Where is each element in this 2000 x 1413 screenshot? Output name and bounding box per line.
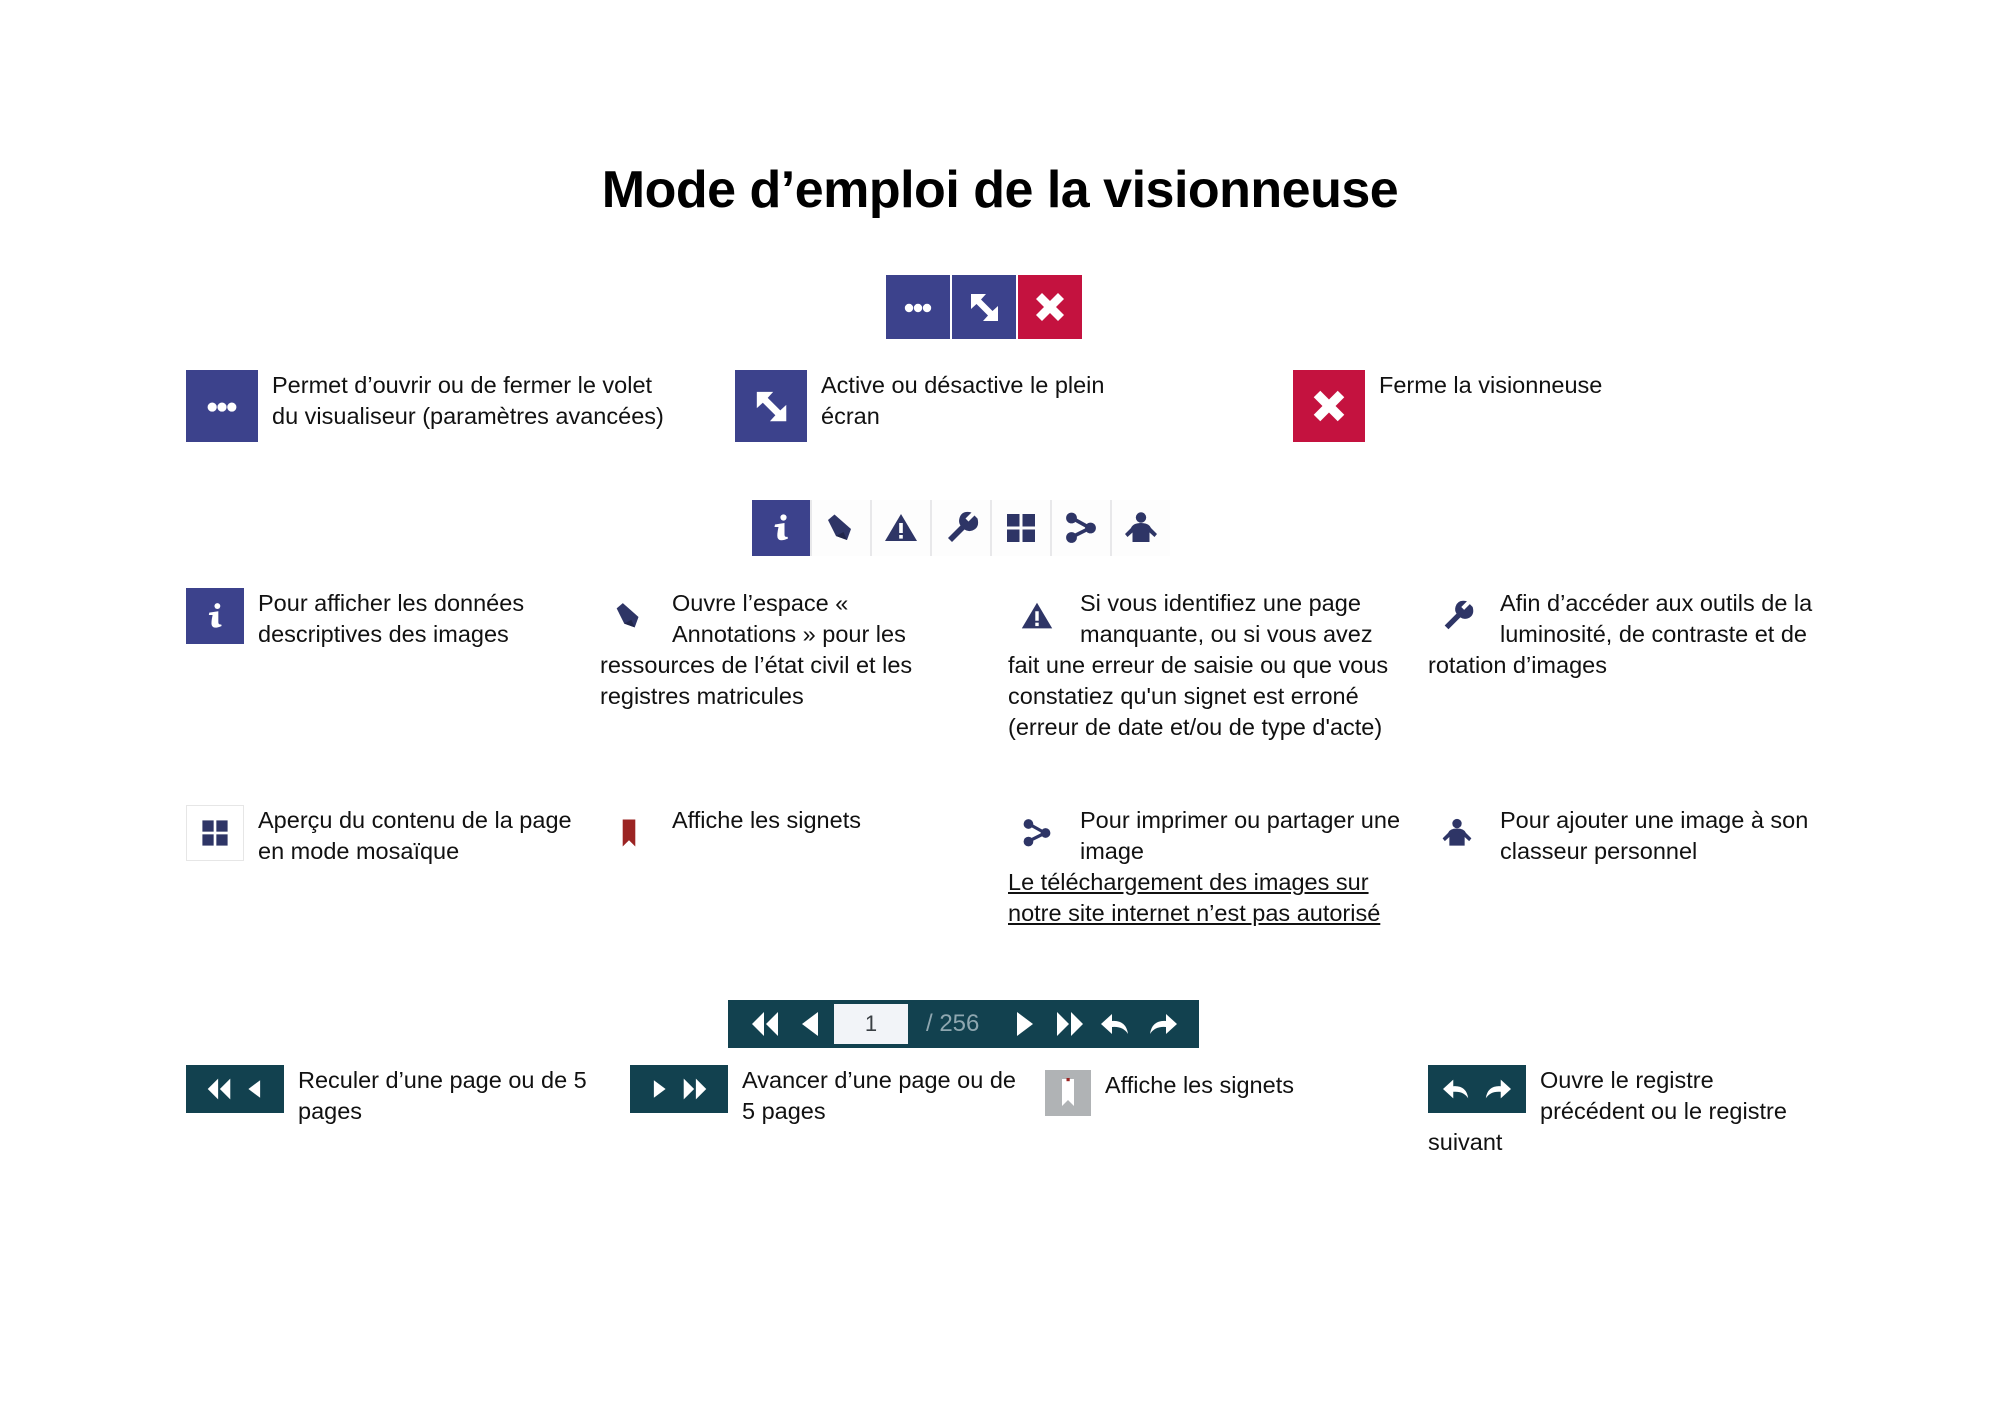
legend-item-info: Pour afficher les données descriptives d… [186,588,586,650]
grid-icon[interactable] [992,500,1050,556]
legend-text: Pour afficher les données descriptives d… [258,590,525,648]
viewer-tools-toolbar [752,500,1170,556]
close-icon [1293,370,1365,442]
legend-text: Aperçu du contenu de la page en mode mos… [258,807,572,865]
legend-item-fullscreen: Active ou désactive le plein écran [735,370,1155,442]
wrench-icon [1428,588,1486,644]
legend-item-person: Pour ajouter une image à son classeur pe… [1428,805,1818,867]
legend-item-close: Ferme la visionneuse [1293,370,1713,442]
next-page-icon[interactable] [1001,1000,1047,1048]
legend-item-rewind: Reculer d’une page ou de 5 pages [186,1065,606,1127]
legend-text: Afin d’accéder aux outils de la luminosi… [1428,590,1813,679]
close-icon[interactable] [1018,275,1082,339]
previous-page-icon[interactable] [788,1000,834,1048]
legend-item-bookmark: Affiche les signets [600,805,940,861]
legend-text: Si vous identifiez une page manquante, o… [1008,590,1389,741]
legend-text: Ouvre le registre précédent ou le regist… [1428,1067,1787,1156]
warning-icon [1008,588,1066,644]
legend-text: Affiche les signets [672,807,861,833]
previous-register-icon[interactable] [1093,1000,1139,1048]
register-nav-icon [1428,1065,1526,1113]
bookmark-gray-icon [1045,1070,1091,1116]
bookmark-icon [600,805,658,861]
pencil-icon [600,588,658,644]
legend-item-wrench: Afin d’accéder aux outils de la luminosi… [1428,588,1828,681]
legend-text: Permet d’ouvrir ou de fermer le volet du… [272,372,664,430]
legend-item-register-nav: Ouvre le registre précédent ou le regist… [1428,1065,1818,1158]
legend-item-bookmark-gray: Affiche les signets [1045,1070,1375,1116]
forward-5-pages-icon[interactable] [1047,1000,1093,1048]
info-icon [186,588,244,644]
viewer-top-toolbar [886,275,1082,339]
fullscreen-icon [735,370,807,442]
legend-text-underlined: Le téléchargement des images sur notre s… [1008,869,1381,927]
info-icon[interactable] [752,500,810,556]
person-icon [1428,805,1486,861]
legend-text: Ferme la visionneuse [1379,372,1603,398]
pagination-toolbar: 1 / 256 [728,1000,1200,1048]
legend-text: Ouvre l’espace « Annotations » pour les … [600,590,913,710]
legend-text: Active ou désactive le plein écran [821,372,1105,430]
legend-text: Affiche les signets [1105,1072,1294,1098]
legend-item-more-options: Permet d’ouvrir ou de fermer le volet du… [186,370,666,442]
legend-item-warning: Si vous identifiez une page manquante, o… [1008,588,1403,743]
legend-item-share: Pour imprimer ou partager une image Le t… [1008,805,1408,929]
legend-text: Pour imprimer ou partager une image [1080,807,1401,865]
more-options-icon [186,370,258,442]
legend-item-pencil: Ouvre l’espace « Annotations » pour les … [600,588,970,712]
pencil-icon[interactable] [812,500,870,556]
page-total-label: / 256 [926,1010,980,1037]
legend-text: Pour ajouter une image à son classeur pe… [1500,807,1809,865]
page-number-input[interactable]: 1 [834,1004,908,1044]
legend-item-grid: Aperçu du contenu de la page en mode mos… [186,805,576,867]
legend-text: Reculer d’une page ou de 5 pages [298,1067,587,1125]
share-icon[interactable] [1052,500,1110,556]
warning-icon[interactable] [872,500,930,556]
share-icon [1008,805,1066,861]
rewind-group-icon [186,1065,284,1113]
legend-item-forward: Avancer d’une page ou de 5 pages [630,1065,1020,1127]
fullscreen-icon[interactable] [952,275,1016,339]
wrench-icon[interactable] [932,500,990,556]
more-options-icon[interactable] [886,275,950,339]
legend-text: Avancer d’une page ou de 5 pages [742,1067,1016,1125]
person-icon[interactable] [1112,500,1170,556]
rewind-5-pages-icon[interactable] [742,1000,788,1048]
grid-icon [186,805,244,861]
forward-group-icon [630,1065,728,1113]
page-title: Mode d’emploi de la visionneuse [601,161,1399,219]
next-register-icon[interactable] [1139,1000,1185,1048]
